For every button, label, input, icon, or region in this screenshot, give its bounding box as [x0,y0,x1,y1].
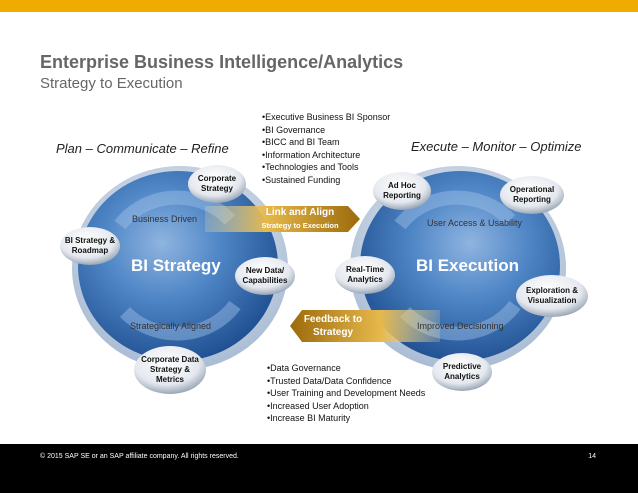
bubble-real-time [335,256,395,294]
left-top-label: Business Driven [132,214,198,224]
bubble-predictive [432,353,492,391]
bi-execution-center: BI Execution [416,256,519,275]
bottom-bullet-item: Increased User Adoption [267,400,425,413]
bubble-operational-label: Operational Reporting [509,185,555,204]
bubble-predictive-label: Predictive Analytics [442,362,482,381]
top-bullet-item: Technologies and Tools [262,161,390,174]
bubble-new-data [235,257,295,295]
feedback-arrow [290,310,440,342]
footer-bar [0,444,638,493]
bubble-new-data-label: New Data/ Capabilities [242,266,288,285]
bubble-ad-hoc-label: Ad Hoc Reporting [383,181,421,200]
top-bullet-item: Information Architecture [262,149,390,162]
strategy-execution-diagram [60,165,588,394]
left-bottom-label: Strategically Aligned [130,321,212,331]
feedback-text: Feedback to Strategy [303,314,363,338]
top-accent-bar [0,0,638,12]
bubble-corporate-data-label: Corporate Data Strategy & Metrics [141,355,199,384]
left-phase-title: Plan – Communicate – Refine [56,141,229,156]
bottom-bullet-item: Increase BI Maturity [267,412,425,425]
top-bullet-item: Sustained Funding [262,174,390,187]
top-bullet-item: BICC and BI Team [262,136,390,149]
top-bullet-list: Executive Business BI Sponsor BI Governa… [262,111,390,186]
link-align-subtitle: Strategy to Execution [261,221,339,230]
right-cycle-arc-top [394,190,516,230]
bubble-exploration-label: Exploration & Visualization [525,286,578,305]
bubble-bi-strategy-roadmap [60,227,120,265]
bubble-corporate-strategy-label: Corporate Strategy [197,174,237,193]
left-cycle-arc-bottom [119,300,241,341]
bi-strategy-center: BI Strategy [131,256,221,275]
bubble-operational [500,176,564,214]
bubble-corporate-data [134,346,206,394]
bubble-exploration [516,275,588,317]
bottom-bullet-item: Data Governance [267,362,425,375]
bottom-bullet-item: User Training and Development Needs [267,387,425,400]
right-phase-title: Execute – Monitor – Optimize [411,139,582,154]
bubble-bi-strategy-roadmap-label: BI Strategy & Roadmap [64,236,116,255]
footer-copyright: © 2015 SAP SE or an SAP affiliate compan… [40,453,239,460]
bottom-bullet-item: Trusted Data/Data Confidence [267,375,425,388]
link-align-title: Link and Align [265,207,335,218]
bottom-bullet-list: Data Governance Trusted Data/Data Confid… [267,362,425,425]
right-bottom-label: Improved Decisioning [417,321,504,331]
link-align-arrow [205,206,360,232]
top-bullet-item: BI Governance [262,124,390,137]
page-title: Enterprise Business Intelligence/Analyti… [40,52,404,72]
page-subtitle: Strategy to Execution [40,75,183,92]
page-number: 14 [588,453,596,460]
right-top-label: User Access & Usability [427,218,523,228]
bubble-real-time-label: Real-Time Analytics [345,265,385,284]
bubble-corporate-strategy [188,165,246,203]
top-bullet-item: Executive Business BI Sponsor [262,111,390,124]
